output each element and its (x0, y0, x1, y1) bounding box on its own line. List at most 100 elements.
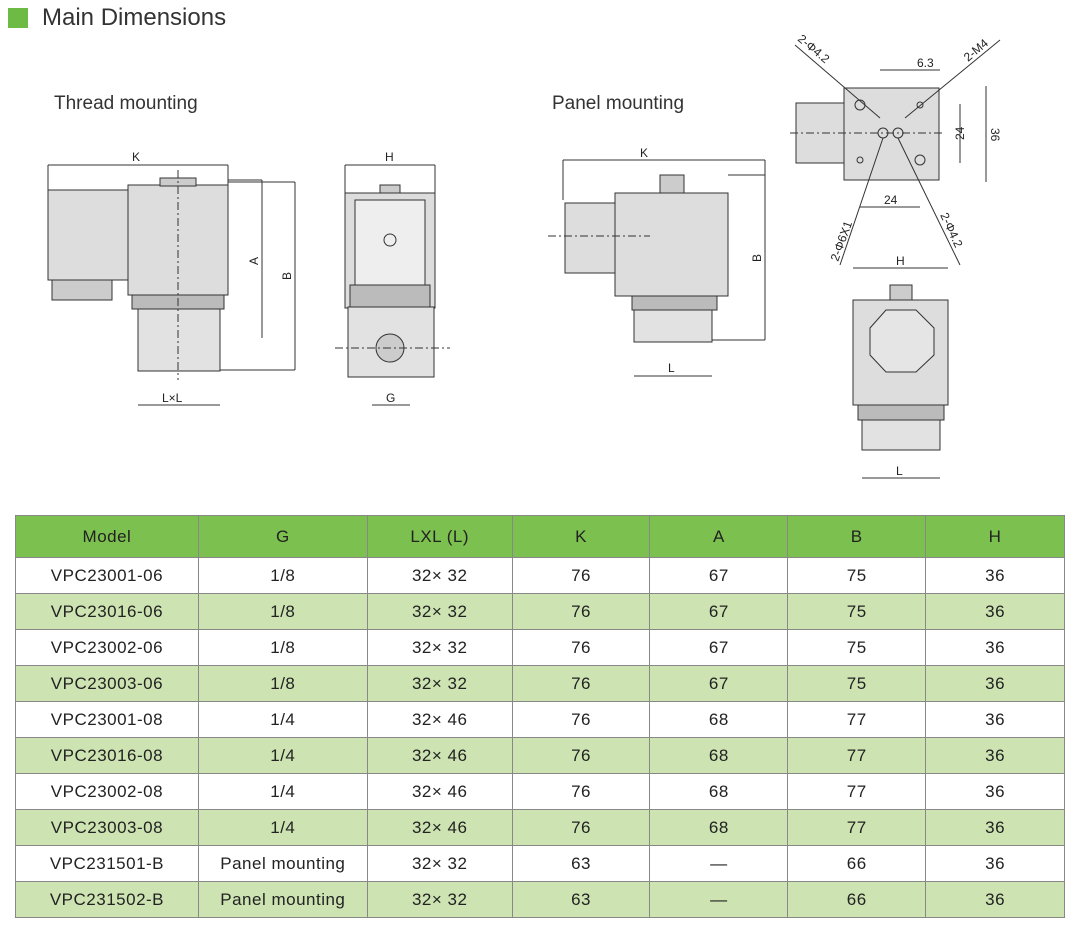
cell-model: VPC231501-B (15, 845, 199, 882)
dim-A: A (247, 257, 261, 265)
header-b: B (787, 515, 927, 558)
cell-lxl: 32× 46 (366, 701, 513, 738)
cell-lxl: 32× 46 (366, 773, 513, 810)
cell-a: 68 (649, 737, 789, 774)
cell-k: 76 (511, 629, 651, 666)
cell-a: 68 (649, 701, 789, 738)
cell-k: 76 (511, 737, 651, 774)
cell-a: 67 (649, 629, 789, 666)
cell-b: 77 (787, 773, 927, 810)
cell-k: 76 (511, 809, 651, 846)
cell-model: VPC23003-08 (15, 809, 199, 846)
header-g: G (197, 515, 368, 558)
dim-H-panel: H (896, 254, 905, 268)
cell-a: 67 (649, 557, 789, 594)
cell-k: 63 (511, 881, 651, 918)
thread-mount-side-view (47, 164, 296, 406)
cell-h: 36 (925, 773, 1065, 810)
cell-lxl: 32× 46 (366, 737, 513, 774)
cell-k: 76 (511, 593, 651, 630)
cell-h: 36 (925, 593, 1065, 630)
cell-g: 1/4 (197, 773, 368, 810)
cell-h: 36 (925, 557, 1065, 594)
panel-mounting-label: Panel mounting (552, 93, 685, 114)
dim-LxL: L×L (162, 391, 183, 405)
cell-g: 1/4 (197, 701, 368, 738)
section-marker (8, 8, 28, 28)
cell-k: 76 (511, 557, 651, 594)
dim-hole-6x1: 2-Φ6X1 (828, 219, 855, 263)
header-h: H (925, 515, 1065, 558)
cell-a: 68 (649, 809, 789, 846)
cell-lxl: 32× 32 (366, 665, 513, 702)
cell-g: 1/4 (197, 737, 368, 774)
cell-b: 75 (787, 629, 927, 666)
dim-24-vertical: 24 (953, 126, 967, 140)
cell-a: — (649, 845, 789, 882)
cell-g: 1/8 (197, 629, 368, 666)
dimension-drawings: K A B L×L H G K B L 2-Φ4.2 6.3 2-M4 24 3… (47, 32, 1002, 479)
dim-24-horizontal: 24 (884, 193, 898, 207)
cell-lxl: 32× 46 (366, 809, 513, 846)
dim-B: B (280, 272, 294, 280)
cell-g: 1/8 (197, 593, 368, 630)
cell-k: 63 (511, 845, 651, 882)
cell-a: — (649, 881, 789, 918)
cell-h: 36 (925, 701, 1065, 738)
cell-lxl: 32× 32 (366, 845, 513, 882)
cell-model: VPC23003-06 (15, 665, 199, 702)
panel-mount-front-view (852, 267, 949, 479)
header-a: A (649, 515, 789, 558)
dim-L-panel: L (668, 361, 675, 375)
cell-lxl: 32× 32 (366, 593, 513, 630)
cell-h: 36 (925, 809, 1065, 846)
dim-B-panel: B (750, 254, 764, 262)
cell-model: VPC231502-B (15, 881, 199, 918)
dim-hole-4.2-bottom: 2-Φ4.2 (937, 210, 965, 250)
cell-g: Panel mounting (197, 881, 368, 918)
cell-model: VPC23001-08 (15, 701, 199, 738)
dim-K: K (132, 150, 140, 164)
thread-mounting-label: Thread mounting (54, 93, 198, 114)
cell-k: 76 (511, 665, 651, 702)
cell-b: 77 (787, 809, 927, 846)
cell-lxl: 32× 32 (366, 881, 513, 918)
header-lxl: LXL (L) (366, 515, 513, 558)
cell-model: VPC23001-06 (15, 557, 199, 594)
dim-H: H (385, 150, 394, 164)
cell-model: VPC23002-08 (15, 773, 199, 810)
cell-k: 76 (511, 701, 651, 738)
dim-K-panel: K (640, 146, 648, 160)
header-k: K (511, 515, 651, 558)
cell-model: VPC23016-06 (15, 593, 199, 630)
cell-b: 75 (787, 593, 927, 630)
panel-mount-top-view (790, 39, 1001, 266)
thread-mount-front-view (335, 164, 450, 406)
cell-lxl: 32× 32 (366, 557, 513, 594)
cell-lxl: 32× 32 (366, 629, 513, 666)
cell-h: 36 (925, 737, 1065, 774)
dim-36: 36 (988, 128, 1002, 142)
cell-a: 67 (649, 665, 789, 702)
cell-g: 1/4 (197, 809, 368, 846)
cell-model: VPC23016-08 (15, 737, 199, 774)
cell-b: 66 (787, 845, 927, 882)
panel-mount-side-view (548, 159, 766, 377)
cell-h: 36 (925, 665, 1065, 702)
table-header: Model G LXL (L) K A B H (15, 515, 1065, 558)
cell-g: 1/8 (197, 557, 368, 594)
cell-a: 68 (649, 773, 789, 810)
header-model: Model (15, 515, 199, 558)
cell-g: Panel mounting (197, 845, 368, 882)
cell-b: 66 (787, 881, 927, 918)
cell-h: 36 (925, 845, 1065, 882)
